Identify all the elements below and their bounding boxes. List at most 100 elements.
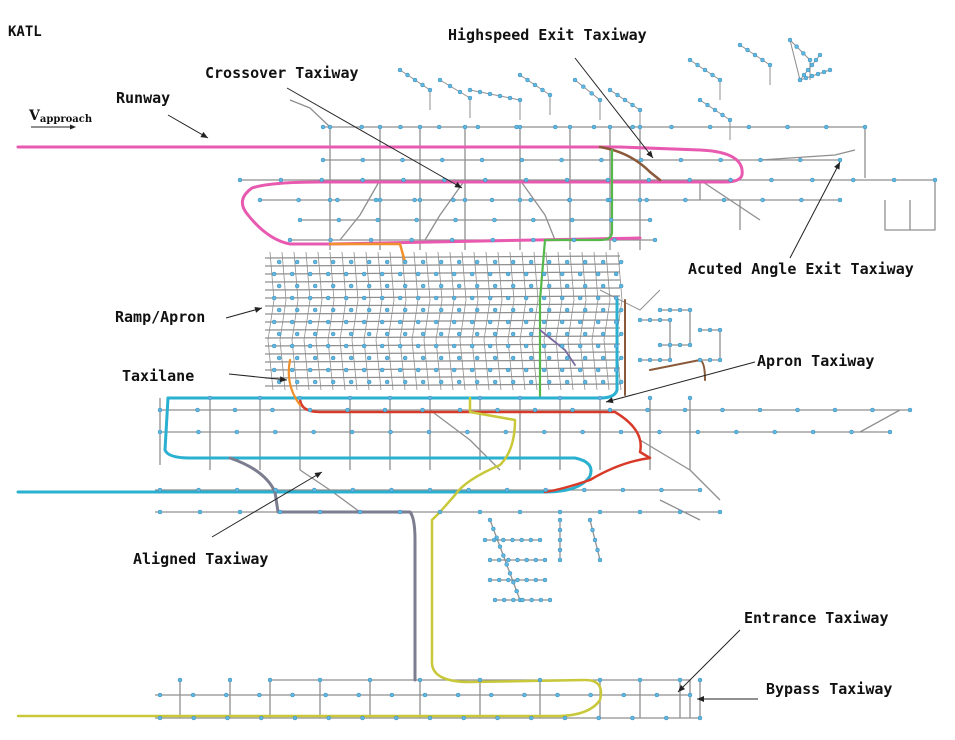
graph-node: [582, 331, 588, 337]
graph-node: [581, 84, 586, 89]
graph-node: [559, 271, 565, 277]
graph-node: [564, 283, 570, 289]
graph-node: [595, 295, 601, 301]
ramp-apron-arrow-head: [254, 306, 262, 313]
graph-node: [467, 87, 473, 93]
graph-node: [384, 259, 390, 265]
central-connector: [299, 469, 361, 513]
graph-node: [492, 379, 498, 385]
ramp-apron-label: Ramp/Apron: [115, 308, 205, 326]
graph-node: [455, 692, 461, 698]
graph-node: [325, 271, 331, 277]
graph-node: [453, 217, 458, 223]
graph-node: [717, 357, 723, 363]
graph-node: [531, 237, 536, 243]
graph-node: [492, 217, 497, 223]
graph-node: [330, 331, 336, 337]
graph-node: [547, 597, 553, 603]
graph-node: [320, 157, 326, 163]
graph-node: [727, 117, 733, 123]
graph-node: [501, 537, 506, 543]
graph-node: [630, 124, 635, 130]
graph-node: [887, 429, 893, 435]
graph-node: [433, 271, 439, 277]
graph-node: [589, 91, 594, 96]
graph-node: [359, 124, 364, 130]
graph-node: [157, 692, 163, 698]
graph-node: [327, 197, 333, 203]
graph-node: [294, 355, 300, 361]
graph-node: [433, 367, 439, 373]
graph-node: [414, 217, 419, 223]
graph-node: [597, 677, 603, 683]
graph-node: [225, 715, 230, 721]
north-spur: [689, 59, 721, 100]
graph-node: [687, 57, 693, 63]
graph-node: [276, 307, 282, 313]
graph-node: [492, 331, 498, 337]
runway-label: Runway: [116, 89, 170, 107]
green-route: [538, 148, 614, 400]
graph-node: [271, 319, 277, 325]
graph-node: [456, 307, 462, 313]
graph-node: [517, 124, 523, 130]
graph-node: [528, 331, 534, 337]
graph-node: [757, 407, 763, 413]
graph-node: [595, 271, 601, 277]
graph-node: [489, 197, 495, 203]
graph-node: [515, 577, 520, 583]
graph-node: [531, 217, 536, 223]
graph-node: [515, 557, 520, 563]
graph-node: [420, 259, 426, 265]
graph-node: [294, 307, 300, 313]
graph-node: [330, 379, 336, 385]
graph-node: [637, 509, 643, 515]
graph-node: [317, 509, 323, 515]
graph-node: [637, 124, 643, 130]
apron-taxilane: [471, 251, 479, 391]
graph-node: [538, 597, 544, 603]
north-spur: [739, 44, 771, 85]
graph-node: [810, 429, 816, 435]
graph-node: [595, 319, 601, 325]
brown-spur: [649, 359, 706, 381]
graph-node: [510, 283, 516, 289]
graph-node: [420, 82, 425, 88]
graph-node: [495, 407, 500, 413]
crossover-arrow-head: [454, 181, 462, 188]
graph-node: [797, 77, 803, 83]
graph-node: [523, 177, 529, 183]
graph-node: [157, 407, 163, 413]
graph-node: [810, 177, 815, 183]
graph-node: [294, 283, 300, 289]
graph-node: [541, 319, 547, 325]
graph-node: [837, 157, 843, 163]
graph-node: [270, 407, 275, 413]
apron-taxilane: [264, 271, 621, 275]
graph-node: [289, 319, 295, 325]
apron-spur: [599, 289, 661, 311]
graph-node: [469, 367, 475, 373]
graph-node: [562, 715, 568, 721]
graph-node: [456, 259, 462, 265]
graph-node: [325, 367, 331, 373]
graph-node: [319, 177, 324, 183]
graph-node: [451, 343, 457, 349]
apron-taxilane: [264, 287, 621, 291]
graph-node: [312, 259, 318, 265]
apron-taxilane: [264, 335, 621, 339]
graph-node: [497, 93, 503, 99]
graph-node: [348, 331, 354, 337]
apron-taxilane: [264, 351, 621, 355]
graph-node: [707, 327, 713, 333]
graph-node: [637, 357, 643, 363]
graph-node: [456, 379, 462, 385]
graph-node: [785, 124, 790, 130]
graph-node: [618, 429, 624, 435]
graph-node: [618, 355, 624, 361]
graph-node: [379, 343, 385, 349]
graph-node: [384, 355, 390, 361]
graph-node: [366, 355, 372, 361]
graph-node: [720, 112, 725, 118]
graph-node: [528, 283, 534, 289]
